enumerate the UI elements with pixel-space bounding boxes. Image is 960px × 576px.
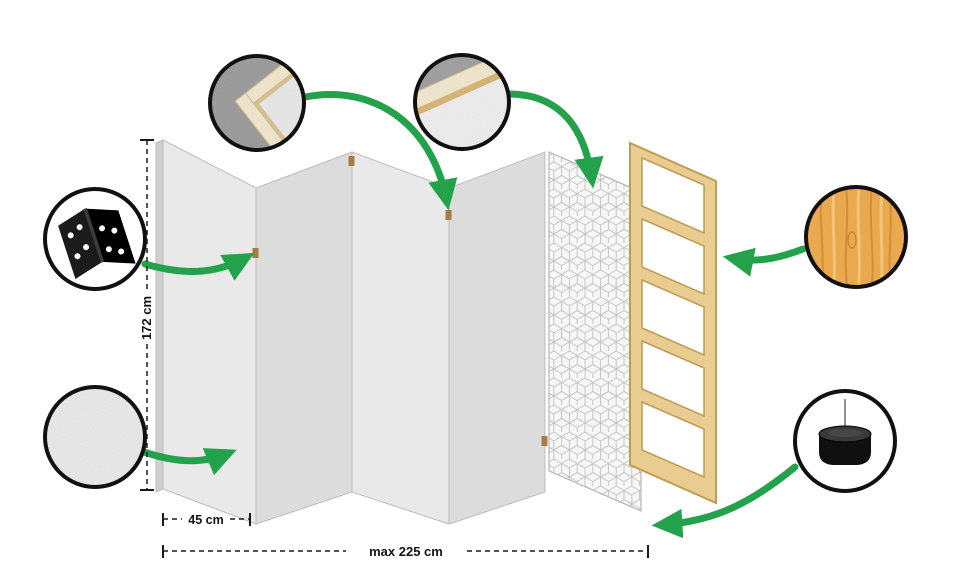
arrow-fabric-edge xyxy=(502,90,604,189)
frame-corner-callout xyxy=(208,54,306,152)
fabric-edge-callout xyxy=(413,53,511,151)
frame-opening-5 xyxy=(641,400,705,479)
fabric-edge-icon xyxy=(415,55,509,149)
fold-hinge-2 xyxy=(348,156,355,166)
frame-opening-3 xyxy=(641,278,705,357)
panel-width-label: 45 cm xyxy=(188,513,223,527)
arrow-wood xyxy=(722,245,807,277)
patterned-panel-cubes xyxy=(548,151,642,512)
callout-arrows xyxy=(140,90,807,539)
hinge-callout xyxy=(43,187,147,291)
fold-hinge-3 xyxy=(445,210,452,220)
frame-opening-2 xyxy=(641,217,705,296)
screen-panel-4 xyxy=(448,151,546,525)
arrow-frame-corner xyxy=(301,91,458,211)
arrow-canvas-texture xyxy=(140,448,237,476)
screen-panel-1 xyxy=(162,139,257,525)
wooden-frame xyxy=(629,141,717,505)
total-width-dimension xyxy=(162,545,649,558)
frame-opening-1 xyxy=(641,156,705,235)
canvas-texture-icon xyxy=(45,387,145,487)
frame-opening-4 xyxy=(641,339,705,418)
arrow-foot xyxy=(651,463,799,539)
floor-foot-callout xyxy=(793,389,897,493)
hinge-icon xyxy=(58,208,136,280)
total-width-label: max 225 cm xyxy=(369,544,443,559)
frame-corner-icon xyxy=(210,56,304,150)
floor-foot-icon xyxy=(818,399,872,465)
fold-hinge-1 xyxy=(252,248,259,258)
height-dimension-label: 172 cm xyxy=(139,296,154,340)
height-dimension xyxy=(140,139,154,491)
panel-width-dimension xyxy=(162,513,251,526)
wood-texture-callout xyxy=(804,185,908,289)
fold-hinge-4 xyxy=(541,436,548,446)
canvas-texture-callout xyxy=(43,385,147,489)
screen-panel-3 xyxy=(351,151,450,525)
patterned-panel xyxy=(548,151,642,512)
arrow-hinge xyxy=(141,252,255,281)
folding-screen xyxy=(155,139,548,525)
panel-side-edge xyxy=(155,139,164,493)
screen-panel-2 xyxy=(255,151,353,525)
